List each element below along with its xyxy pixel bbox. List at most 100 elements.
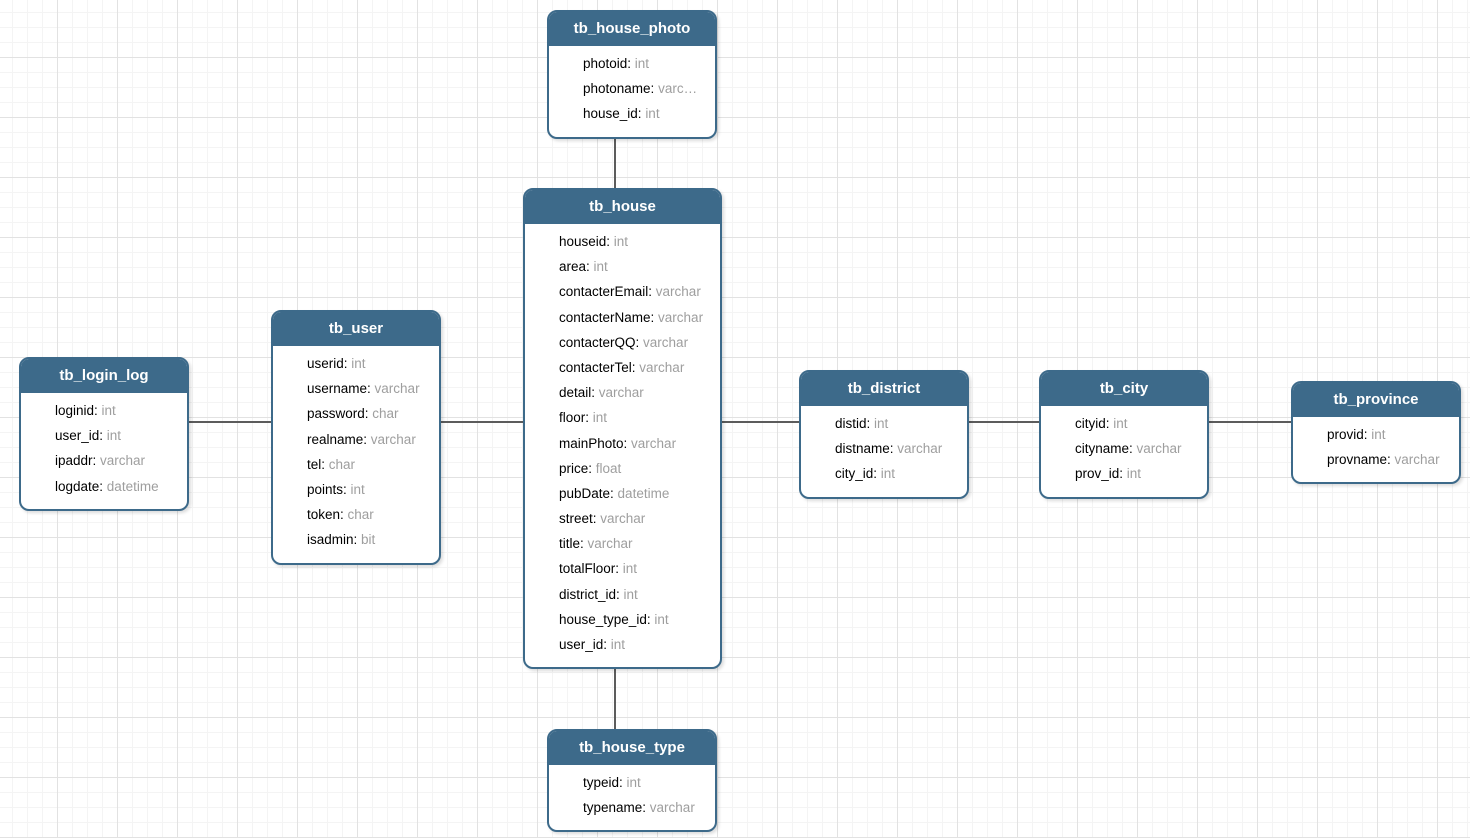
field-name: pubDate: [559,485,618,501]
field-row-cityid[interactable]: cityid: int [1041,411,1207,436]
field-name: provname: [1327,452,1395,468]
field-row-photoname[interactable]: photoname: varc… [549,76,715,101]
field-type: int [874,416,889,431]
connector-tb_city-tb_province[interactable] [1206,421,1294,423]
field-row-city_id[interactable]: city_id: int [801,461,967,486]
field-name: typeid: [583,775,627,790]
connector-tb_house_photo-tb_house[interactable] [614,130,616,191]
field-name: area: [559,259,594,275]
field-name: cityid: [1075,416,1114,431]
field-row-cityname[interactable]: cityname: varchar [1041,436,1207,461]
field-type: int [1371,427,1386,442]
field-row-contacterTel[interactable]: contacterTel: varchar [525,355,720,380]
field-name: house_id: [583,106,646,122]
field-row-token[interactable]: token: char [273,502,439,527]
field-row-distname[interactable]: distname: varchar [801,436,967,461]
field-row-street[interactable]: street: varchar [525,506,720,531]
field-name: realname: [307,431,371,447]
field-type: int [351,356,366,371]
field-row-password[interactable]: password: char [273,401,439,426]
field-row-tel[interactable]: tel: char [273,452,439,477]
field-name: houseid: [559,234,614,249]
field-row-title[interactable]: title: varchar [525,531,720,556]
field-name: contacterQQ: [559,334,644,350]
field-type: int [623,586,638,602]
field-row-distid[interactable]: distid: int [801,411,967,436]
field-row-photoid[interactable]: photoid: int [549,51,715,76]
field-row-typename[interactable]: typename: varchar [549,795,715,820]
table-title-tb_province[interactable]: tb_province [1293,383,1459,417]
field-row-area[interactable]: area: int [525,254,720,279]
table-title-tb_house_type[interactable]: tb_house_type [549,731,715,765]
field-row-houseid[interactable]: houseid: int [525,229,720,254]
connector-tb_house-tb_district[interactable] [719,421,802,423]
table-title-tb_district[interactable]: tb_district [801,372,967,406]
field-type: int [350,481,365,497]
connector-tb_login_log-tb_user[interactable] [186,421,274,423]
field-row-contacterQQ[interactable]: contacterQQ: varchar [525,330,720,355]
field-name: username: [307,381,375,397]
field-row-floor[interactable]: floor: int [525,405,720,430]
field-row-user_id[interactable]: user_id: int [21,423,187,448]
field-type: varchar [649,800,695,816]
table-title-tb_house_photo[interactable]: tb_house_photo [549,12,715,46]
field-row-contacterEmail[interactable]: contacterEmail: varchar [525,279,720,304]
field-row-contacterName[interactable]: contacterName: varchar [525,305,720,330]
field-type: int [634,56,650,71]
field-row-username[interactable]: username: varchar [273,376,439,401]
field-name: contacterEmail: [559,284,656,300]
field-row-detail[interactable]: detail: varchar [525,380,720,405]
connector-tb_house-tb_house_type[interactable] [614,662,616,732]
field-row-house_type_id[interactable]: house_type_id: int [525,607,720,632]
field-row-loginid[interactable]: loginid: int [21,398,187,423]
table-title-tb_login_log[interactable]: tb_login_log [21,359,187,393]
field-row-user_id[interactable]: user_id: int [525,632,720,657]
field-row-mainPhoto[interactable]: mainPhoto: varchar [525,431,720,456]
field-type: int [626,775,641,790]
field-row-isadmin[interactable]: isadmin: bit [273,527,439,552]
table-title-tb_user[interactable]: tb_user [273,312,439,346]
field-row-provid[interactable]: provid: int [1293,422,1459,447]
connector-tb_district-tb_city[interactable] [966,421,1042,423]
field-row-ipaddr[interactable]: ipaddr: varchar [21,448,187,473]
connector-tb_user-tb_house[interactable] [438,421,526,423]
field-row-realname[interactable]: realname: varchar [273,427,439,452]
field-type: int [610,637,626,652]
field-row-userid[interactable]: userid: int [273,351,439,376]
field-row-provname[interactable]: provname: varchar [1293,447,1459,472]
table-title-tb_house[interactable]: tb_house [525,190,720,224]
field-type: varchar [897,441,943,457]
field-row-district_id[interactable]: district_id: int [525,582,720,607]
field-row-totalFloor[interactable]: totalFloor: int [525,556,720,581]
field-name: user_id: [55,428,107,444]
field-type: varchar [655,284,701,300]
field-type: char [372,406,399,422]
field-name: distid: [835,416,875,431]
field-row-pubDate[interactable]: pubDate: datetime [525,481,720,506]
field-name: contacterName: [559,309,659,325]
field-name: contacterTel: [559,359,640,375]
field-row-logdate[interactable]: logdate: datetime [21,474,187,499]
field-name: mainPhoto: [559,435,632,451]
field-row-typeid[interactable]: typeid: int [549,770,715,795]
field-row-points[interactable]: points: int [273,477,439,502]
field-row-prov_id[interactable]: prov_id: int [1041,461,1207,486]
field-name: points: [307,481,351,497]
field-type: char [328,456,356,472]
table-title-tb_city[interactable]: tb_city [1041,372,1207,406]
field-name: typename: [583,800,650,816]
field-row-price[interactable]: price: float [525,456,720,481]
field-row-house_id[interactable]: house_id: int [549,101,715,126]
